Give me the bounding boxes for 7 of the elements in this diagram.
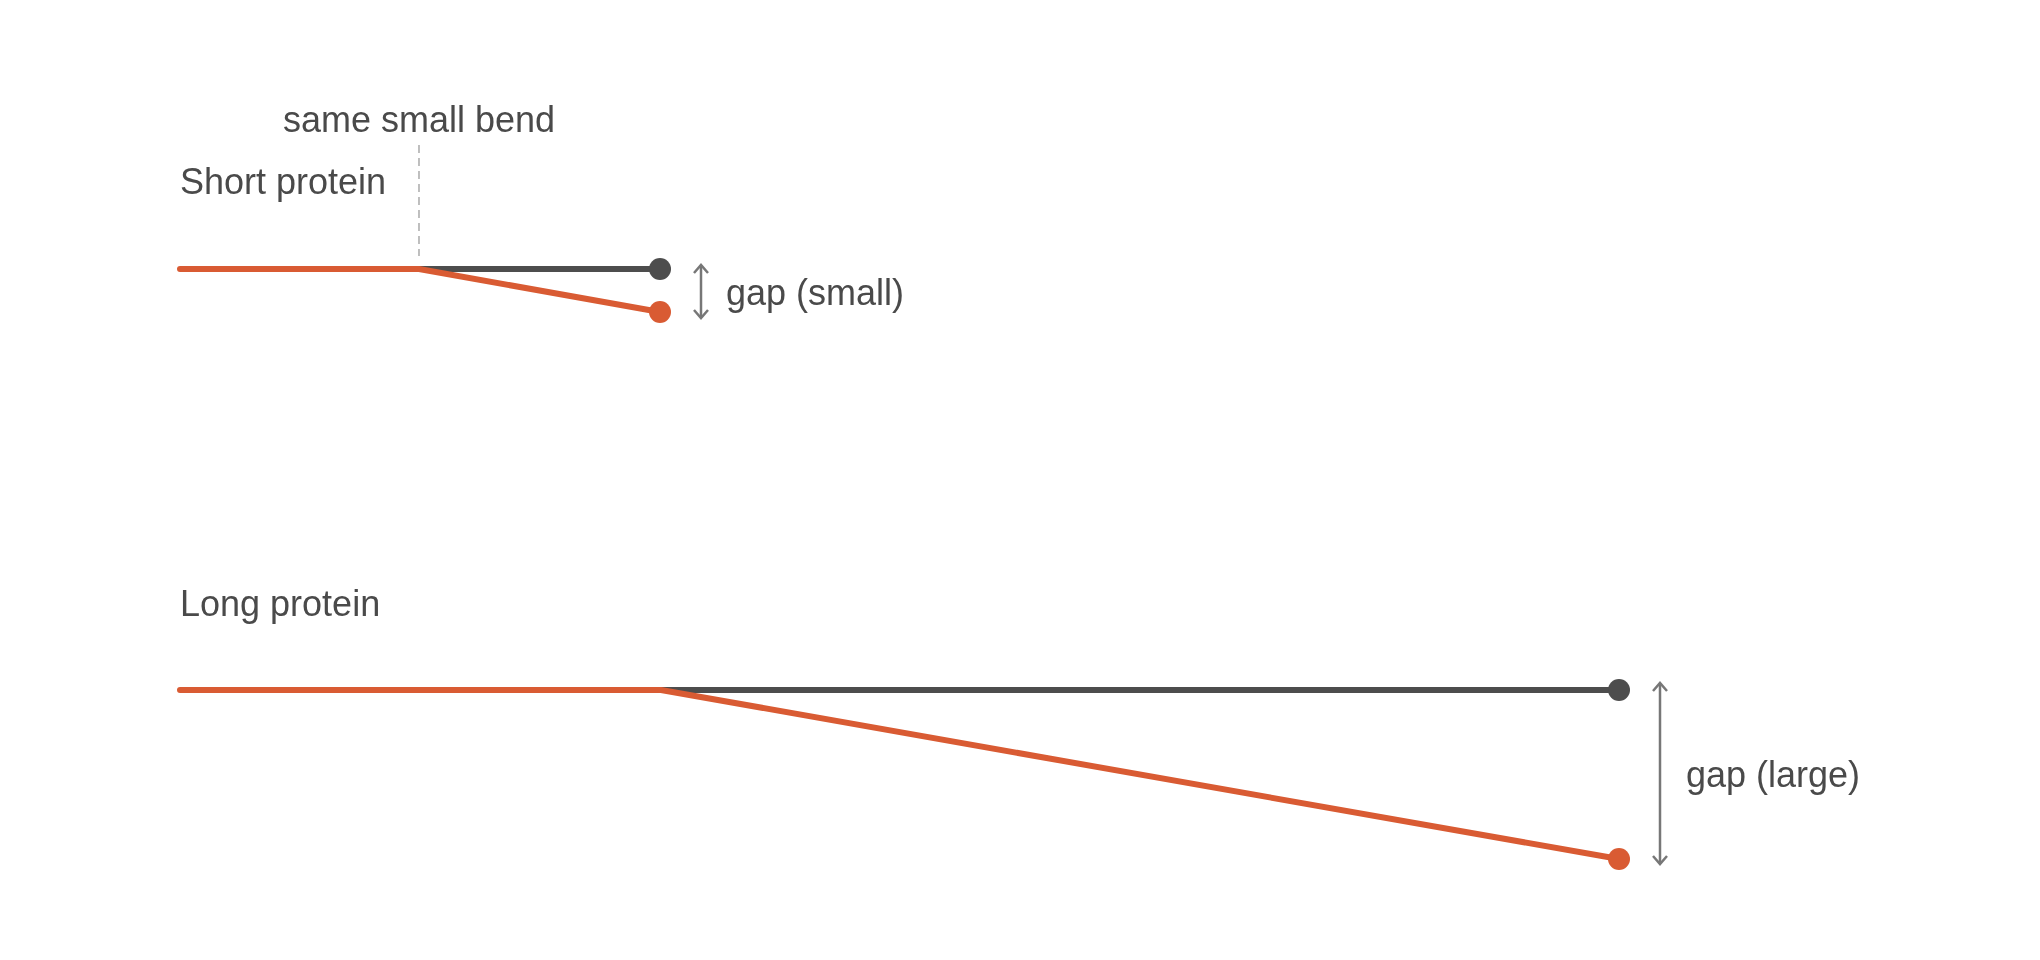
short-protein-drawing [177,258,671,323]
gap-label: gap (small) [726,272,905,314]
annotation-label: same small bend [282,99,556,141]
gap-label: gap (large) [1686,754,1861,796]
protein-label: Short protein [180,161,387,203]
leader-line [418,144,420,257]
protein-label: Long protein [180,583,381,625]
